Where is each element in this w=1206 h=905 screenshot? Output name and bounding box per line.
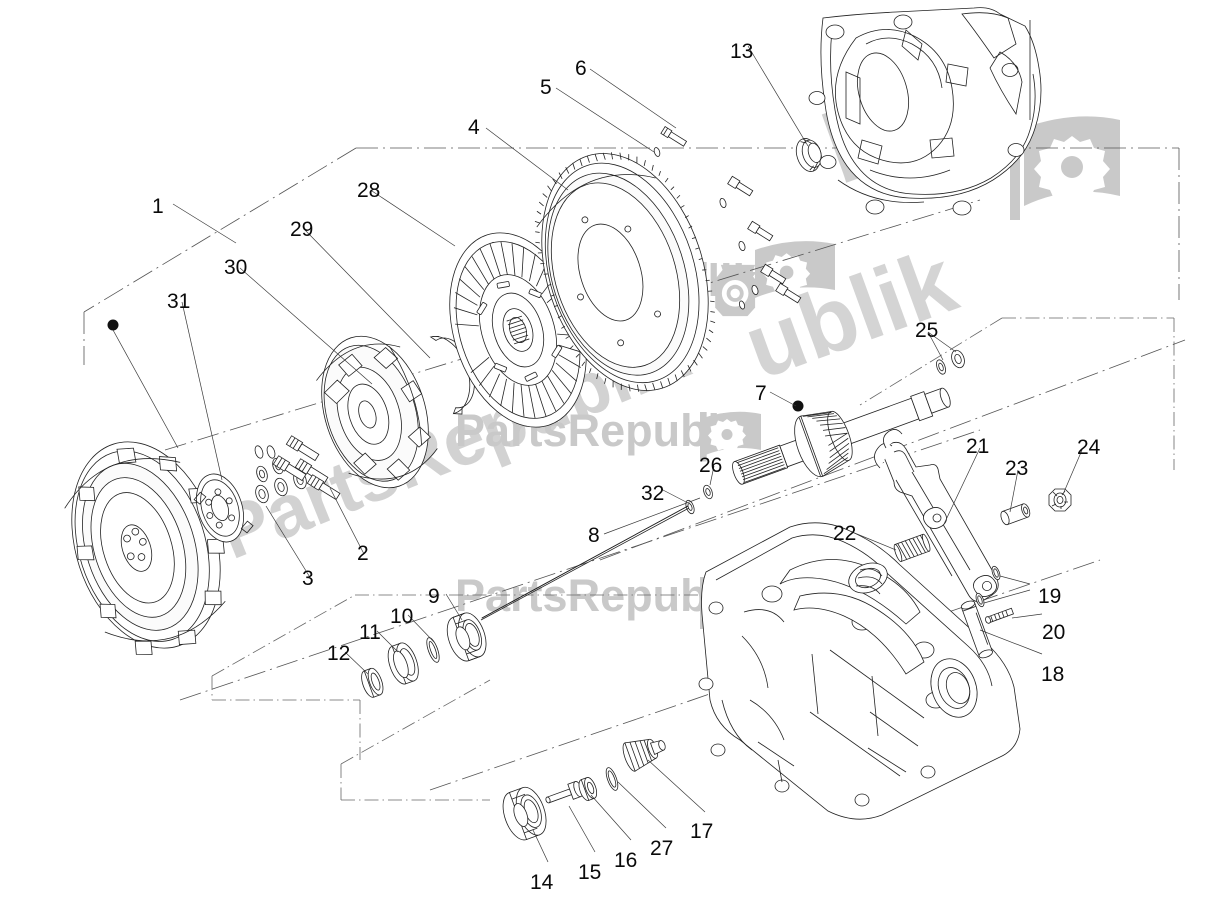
callout-19: 19 <box>1038 585 1062 608</box>
part-oil-seal-11 <box>387 642 419 685</box>
callout-12: 12 <box>327 642 351 665</box>
part-clutch-pressure-plate <box>64 441 226 655</box>
callout-21: 21 <box>966 435 990 458</box>
callout-17: 17 <box>690 820 714 843</box>
callout-26: 26 <box>699 454 723 477</box>
callout-23: 23 <box>1005 457 1029 480</box>
part-circlips-19 <box>975 565 1001 608</box>
group-box-2 <box>859 317 1175 470</box>
part-shaft-washers <box>936 349 965 375</box>
callout-1: 1 <box>152 195 164 218</box>
part-clutch-housing-hub <box>316 335 438 489</box>
callout-6: 6 <box>575 57 587 80</box>
callout-11: 11 <box>359 621 381 644</box>
group-box-1 <box>83 147 1180 365</box>
callout-27: 27 <box>650 837 674 860</box>
part-engine-crankcase-cover <box>808 7 1042 216</box>
part-snap-ring-10 <box>426 637 440 663</box>
part-transmission-housing <box>698 522 1021 820</box>
part-bushing-23 <box>1000 503 1031 526</box>
part-release-pin-15 <box>545 781 583 804</box>
part-screws <box>254 435 341 501</box>
part-clutch-plate-retainer <box>193 473 254 543</box>
part-split-pin-20 <box>985 607 1014 624</box>
part-o-ring-32 <box>685 499 695 515</box>
part-return-spring <box>893 533 931 562</box>
callout-9: 9 <box>428 585 440 608</box>
callout-16: 16 <box>614 849 638 872</box>
callout-25: 25 <box>915 319 939 342</box>
part-seal-washer-27 <box>605 767 619 791</box>
part-washer-26 <box>703 484 713 500</box>
callout-20: 20 <box>1042 621 1066 644</box>
callout-13: 13 <box>730 40 754 63</box>
callout-8: 8 <box>588 524 600 547</box>
part-input-shaft <box>732 387 951 485</box>
callout-18: 18 <box>1041 663 1065 686</box>
leader-lines <box>107 45 1083 863</box>
part-pins-and-bolts <box>653 126 802 310</box>
callout-24: 24 <box>1077 436 1101 459</box>
part-ball-bearing-9 <box>446 612 487 662</box>
callout-28: 28 <box>357 179 381 202</box>
callout-15: 15 <box>578 861 602 884</box>
part-oil-seal-cover <box>795 138 822 172</box>
callout-4: 4 <box>468 116 480 139</box>
part-castle-nut <box>1048 488 1072 512</box>
group-box-4 <box>340 679 491 801</box>
callout-14: 14 <box>530 871 554 894</box>
part-rubber-boot-17 <box>622 738 666 772</box>
part-release-rod-18 <box>960 600 993 659</box>
callout-32: 32 <box>641 482 665 505</box>
part-flywheel-ring-gear <box>534 152 716 392</box>
part-spacer-ring-12 <box>361 667 384 698</box>
callout-3: 3 <box>302 567 314 590</box>
part-push-rod <box>480 505 690 621</box>
callout-7: 7 <box>755 382 767 405</box>
callout-2: 2 <box>357 542 369 565</box>
callout-10: 10 <box>390 605 414 628</box>
part-release-bearing-14 <box>502 786 547 841</box>
callout-29: 29 <box>290 218 314 241</box>
part-thrust-washer-16 <box>578 777 598 801</box>
callout-22: 22 <box>833 522 857 545</box>
callout-5: 5 <box>540 76 552 99</box>
callout-31: 31 <box>167 290 191 313</box>
callout-30: 30 <box>224 256 248 279</box>
